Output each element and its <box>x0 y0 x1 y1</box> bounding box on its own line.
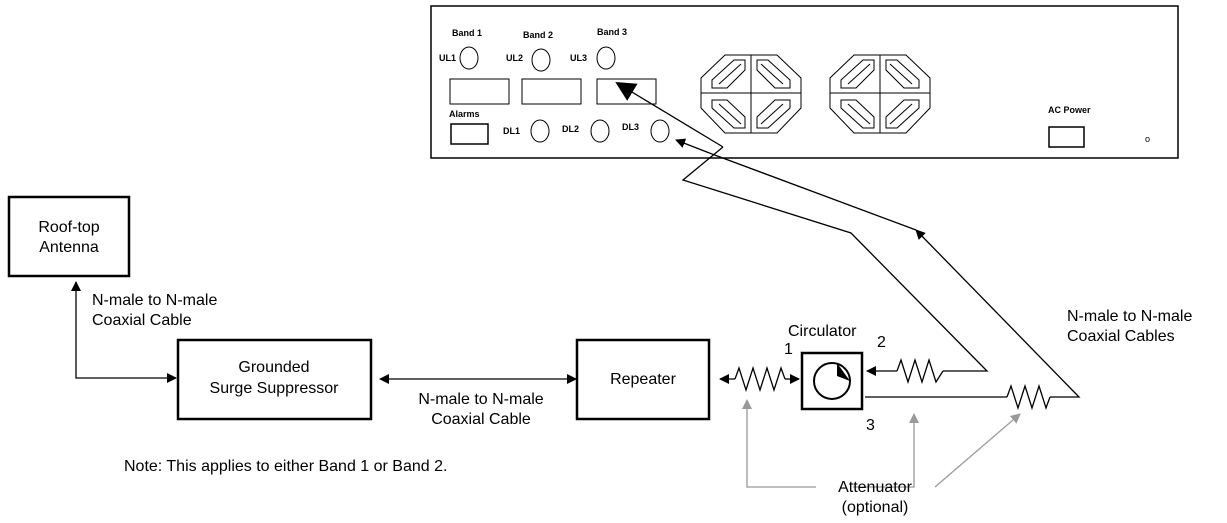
surge-suppressor-block: Grounded Surge Suppressor <box>176 338 373 421</box>
alarms-port <box>450 123 489 145</box>
alarms-label: Alarms <box>449 109 480 119</box>
antenna-label-line2: Antenna <box>39 239 99 256</box>
dl1-label: DL1 <box>503 126 520 136</box>
panel-cables-label-line1: N-male to N-male <box>1067 308 1192 325</box>
antenna-cable-label-line2: Coaxial Cable <box>92 312 192 329</box>
fan-grille-right-icon <box>829 54 931 134</box>
dl3-connector <box>650 119 670 143</box>
circulator: Circulator 1 2 3 <box>784 323 886 434</box>
ac-power-label: AC Power <box>1048 105 1091 115</box>
attenuator-label-line2: (optional) <box>842 499 909 516</box>
suppressor-label-line2: Surge Suppressor <box>210 380 340 397</box>
circulator-port1-label: 1 <box>784 341 793 358</box>
port1-path <box>719 365 800 393</box>
ul1-connector <box>459 46 479 70</box>
antenna-coax-cable <box>71 281 177 383</box>
band3-display <box>596 78 657 105</box>
band1-display <box>449 78 510 105</box>
band1-label: Band 1 <box>452 28 482 38</box>
repeater-cable-label-line2: Coaxial Cable <box>431 411 531 428</box>
antenna-label-line1: Roof-top <box>38 219 99 236</box>
dl2-label: DL2 <box>562 124 579 134</box>
ul1-label: UL1 <box>439 53 456 63</box>
ul3-label: UL3 <box>570 53 587 63</box>
circulator-port3-label: 3 <box>866 417 875 434</box>
attenuator-callouts <box>742 399 1021 488</box>
front-panel: Band 1 Band 2 Band 3 UL1 UL2 UL3 Alarms … <box>430 5 1179 159</box>
port2-uplink-path <box>615 81 989 385</box>
repeater-cable-label-line1: N-male to N-male <box>418 391 543 408</box>
band2-display <box>521 78 582 105</box>
band3-label: Band 3 <box>597 27 627 37</box>
circulator-arrow-icon <box>837 363 850 381</box>
antenna-block: Roof-top Antenna <box>7 195 131 278</box>
suppressor-label-line1: Grounded <box>238 359 309 376</box>
repeater-label: Repeater <box>610 371 676 388</box>
panel-cables-label-line2: Coaxial Cables <box>1067 328 1175 345</box>
circulator-body <box>800 351 864 411</box>
dl3-label: DL3 <box>622 122 639 132</box>
ul2-connector <box>531 48 551 72</box>
ac-power-port <box>1048 126 1085 148</box>
circulator-port2-label: 2 <box>877 334 886 351</box>
band2-label: Band 2 <box>523 30 553 40</box>
ul3-connector <box>596 46 616 70</box>
repeater-block: Repeater <box>575 338 711 421</box>
circulator-title: Circulator <box>788 323 857 340</box>
antenna-cable-label-line1: N-male to N-male <box>92 292 217 309</box>
dl2-connector <box>590 119 610 143</box>
power-indicator: o <box>1145 134 1150 144</box>
dl1-connector <box>530 119 550 143</box>
fan-grille-left-icon <box>700 54 802 134</box>
port3-downlink-path <box>675 138 1081 411</box>
panel-outline <box>430 5 1179 159</box>
ul2-label: UL2 <box>506 53 523 63</box>
attenuator-label-line1: Attenuator <box>838 479 913 496</box>
applicability-note: Note: This applies to either Band 1 or B… <box>124 458 447 475</box>
